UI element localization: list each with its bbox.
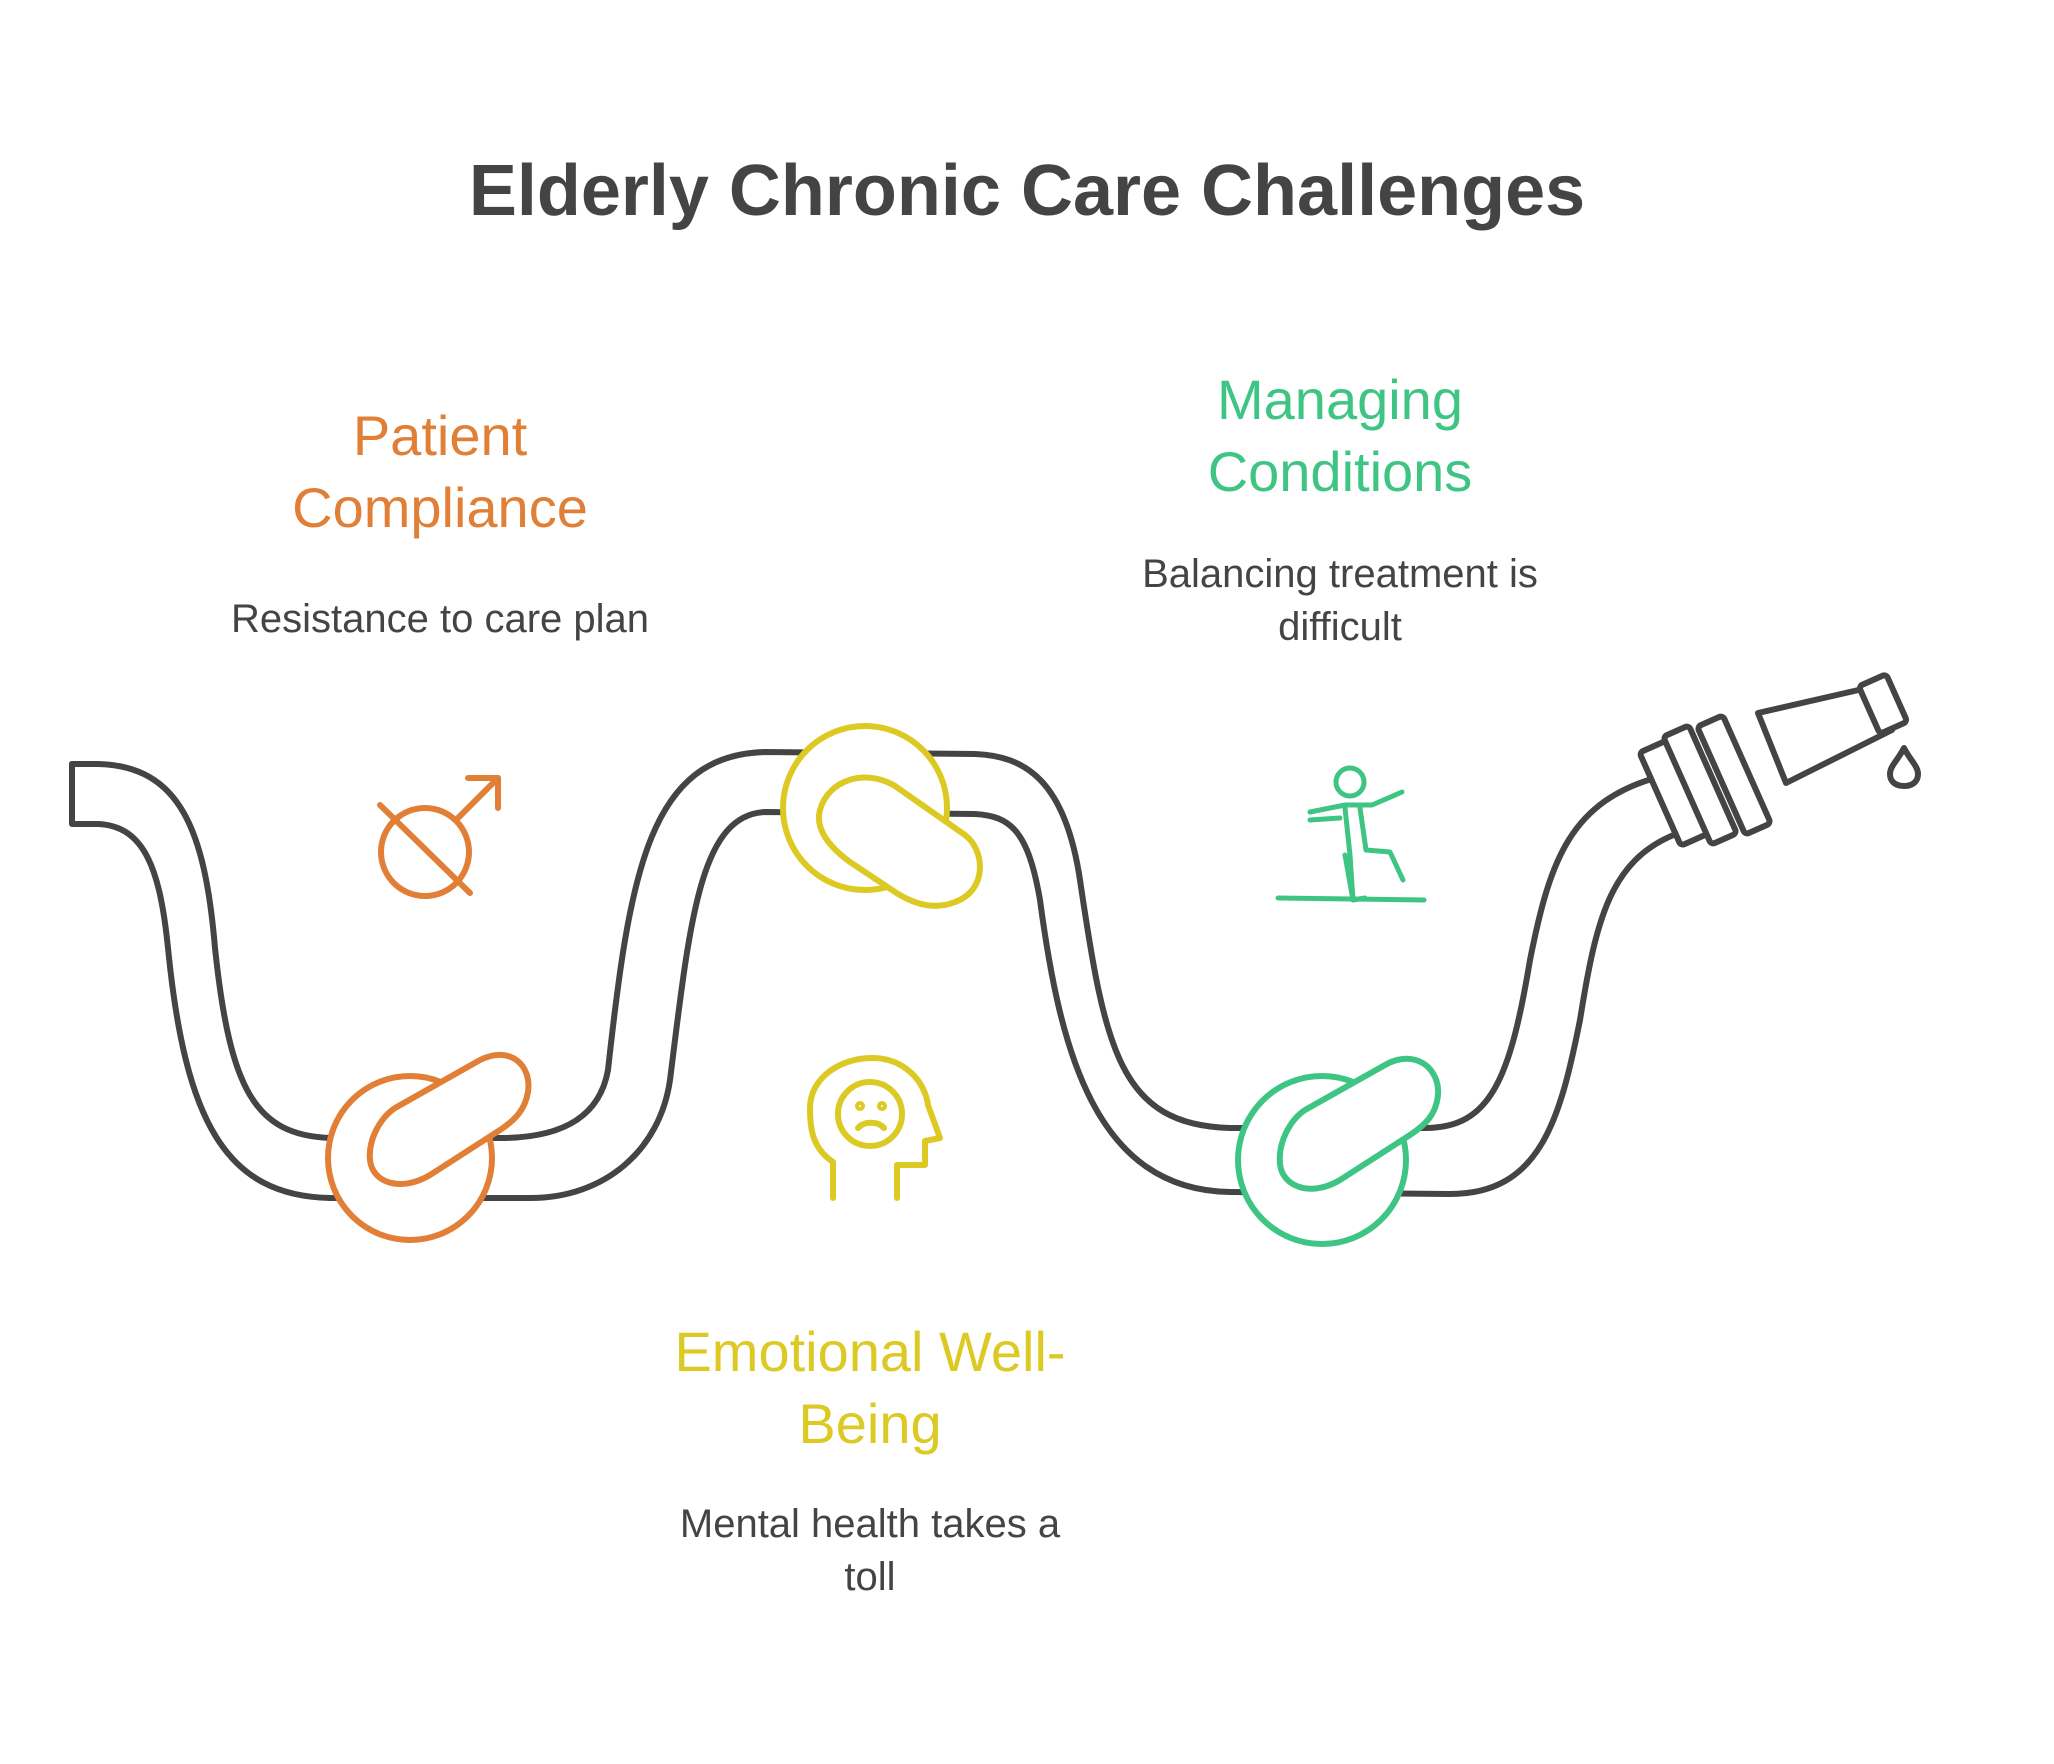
description-line: Resistance to care plan [230, 597, 649, 641]
heading-line: Being [798, 1392, 942, 1455]
heading-line: Compliance [292, 476, 588, 539]
heading-line: Conditions [1207, 440, 1473, 503]
male-symbol-crossed-icon [377, 775, 501, 899]
page-title: Elderly Chronic Care Challenges [468, 151, 1586, 231]
knot-managing-conditions [1235, 1055, 1442, 1247]
knot-emotional-well-being [780, 723, 983, 909]
hose-lower-edge [69, 761, 1679, 1201]
heading-managing-conditions: Managing Conditions [1080, 364, 1600, 508]
hose-upper-edge [69, 749, 1665, 1141]
heading-line: Patient [352, 404, 528, 467]
heading-line: Emotional Well- [674, 1320, 1066, 1383]
description-line: toll [844, 1555, 896, 1599]
knot-patient-compliance [325, 1051, 532, 1243]
heading-emotional-well-being: Emotional Well- Being [580, 1316, 1160, 1460]
description-patient-compliance: Resistance to care plan [140, 593, 740, 646]
description-line: Mental health takes a [679, 1502, 1061, 1546]
balancing-person-icon [1275, 765, 1427, 903]
description-emotional-well-being: Mental health takes a toll [570, 1498, 1170, 1604]
description-managing-conditions: Balancing treatment is difficult [1040, 548, 1640, 654]
hose-nozzle-icon [1637, 672, 1921, 848]
description-line: Balancing treatment is [1142, 552, 1538, 596]
heading-line: Managing [1217, 368, 1463, 431]
sad-head-icon [807, 1055, 943, 1201]
heading-patient-compliance: Patient Compliance [180, 400, 700, 544]
description-line: difficult [1278, 605, 1402, 649]
